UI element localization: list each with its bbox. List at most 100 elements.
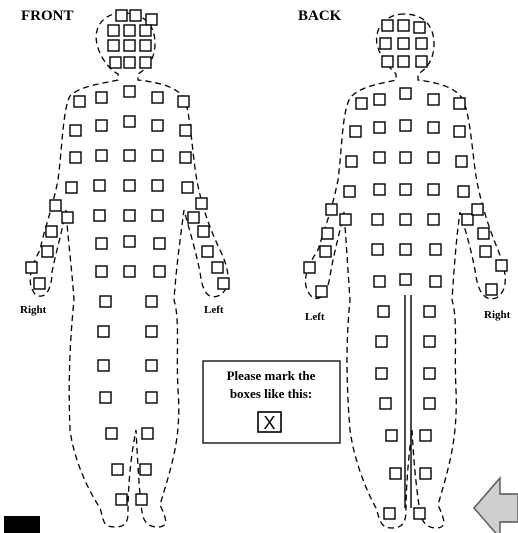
- back-checkbox-27[interactable]: [400, 184, 411, 195]
- front-checkbox-57[interactable]: [146, 326, 157, 337]
- back-checkbox-33[interactable]: [428, 214, 439, 225]
- back-checkbox-30[interactable]: [340, 214, 351, 225]
- back-checkbox-57[interactable]: [380, 398, 391, 409]
- back-checkbox-9[interactable]: [416, 56, 427, 67]
- front-checkbox-56[interactable]: [98, 326, 109, 337]
- back-checkbox-48[interactable]: [496, 260, 507, 271]
- back-checkbox-50[interactable]: [486, 284, 497, 295]
- back-checkbox-58[interactable]: [424, 398, 435, 409]
- back-checkbox-31[interactable]: [372, 214, 383, 225]
- front-checkbox-40[interactable]: [46, 226, 57, 237]
- front-checkbox-21[interactable]: [152, 120, 163, 131]
- back-checkbox-41[interactable]: [478, 228, 489, 239]
- front-checkbox-48[interactable]: [96, 266, 107, 277]
- back-checkbox-13[interactable]: [428, 94, 439, 105]
- front-checkbox-43[interactable]: [154, 238, 165, 249]
- front-checkbox-55[interactable]: [146, 296, 157, 307]
- back-checkbox-15[interactable]: [350, 126, 361, 137]
- front-checkbox-66[interactable]: [116, 494, 127, 505]
- front-checkbox-15[interactable]: [124, 86, 135, 97]
- back-checkbox-51[interactable]: [378, 306, 389, 317]
- back-checkbox-40[interactable]: [430, 244, 441, 255]
- front-checkbox-53[interactable]: [218, 278, 229, 289]
- front-checkbox-54[interactable]: [100, 296, 111, 307]
- back-checkbox-32[interactable]: [400, 214, 411, 225]
- back-checkbox-26[interactable]: [374, 184, 385, 195]
- back-checkbox-61[interactable]: [390, 468, 401, 479]
- front-checkbox-51[interactable]: [212, 262, 223, 273]
- front-checkbox-1[interactable]: [116, 10, 127, 21]
- front-checkbox-29[interactable]: [94, 180, 105, 191]
- back-checkbox-10[interactable]: [356, 98, 367, 109]
- front-checkbox-22[interactable]: [180, 125, 191, 136]
- front-checkbox-5[interactable]: [124, 25, 135, 36]
- front-checkbox-32[interactable]: [182, 182, 193, 193]
- front-checkbox-52[interactable]: [34, 278, 45, 289]
- back-checkbox-62[interactable]: [420, 468, 431, 479]
- front-checkbox-26[interactable]: [152, 150, 163, 161]
- front-checkbox-46[interactable]: [202, 246, 213, 257]
- front-checkbox-64[interactable]: [112, 464, 123, 475]
- front-checkbox-65[interactable]: [140, 464, 151, 475]
- back-checkbox-46[interactable]: [400, 274, 411, 285]
- back-checkbox-18[interactable]: [428, 122, 439, 133]
- back-checkbox-22[interactable]: [400, 152, 411, 163]
- back-checkbox-29[interactable]: [458, 186, 469, 197]
- front-checkbox-28[interactable]: [66, 182, 77, 193]
- back-checkbox-52[interactable]: [424, 306, 435, 317]
- back-checkbox-49[interactable]: [316, 286, 327, 297]
- back-checkbox-11[interactable]: [374, 94, 385, 105]
- front-checkbox-4[interactable]: [108, 25, 119, 36]
- front-checkbox-39[interactable]: [196, 198, 207, 209]
- back-checkbox-38[interactable]: [372, 244, 383, 255]
- front-checkbox-2[interactable]: [130, 10, 141, 21]
- arrow-left-icon[interactable]: [474, 478, 518, 533]
- back-checkbox-7[interactable]: [382, 56, 393, 67]
- back-checkbox-6[interactable]: [416, 38, 427, 49]
- front-checkbox-20[interactable]: [124, 116, 135, 127]
- back-checkbox-54[interactable]: [424, 336, 435, 347]
- front-checkbox-60[interactable]: [100, 392, 111, 403]
- back-checkbox-3[interactable]: [414, 22, 425, 33]
- back-checkbox-64[interactable]: [414, 508, 425, 519]
- back-checkbox-63[interactable]: [384, 508, 395, 519]
- back-checkbox-42[interactable]: [320, 246, 331, 257]
- back-checkbox-8[interactable]: [398, 56, 409, 67]
- front-checkbox-45[interactable]: [42, 246, 53, 257]
- front-checkbox-61[interactable]: [146, 392, 157, 403]
- back-checkbox-45[interactable]: [374, 276, 385, 287]
- front-checkbox-24[interactable]: [96, 150, 107, 161]
- back-checkbox-28[interactable]: [428, 184, 439, 195]
- front-checkbox-30[interactable]: [124, 180, 135, 191]
- front-checkbox-13[interactable]: [74, 96, 85, 107]
- back-checkbox-60[interactable]: [420, 430, 431, 441]
- front-checkbox-18[interactable]: [70, 125, 81, 136]
- front-checkbox-59[interactable]: [146, 360, 157, 371]
- back-checkbox-44[interactable]: [304, 262, 315, 273]
- back-checkbox-37[interactable]: [322, 228, 333, 239]
- front-checkbox-14[interactable]: [96, 92, 107, 103]
- back-checkbox-12[interactable]: [400, 88, 411, 99]
- front-checkbox-27[interactable]: [180, 152, 191, 163]
- front-checkbox-67[interactable]: [136, 494, 147, 505]
- back-checkbox-39[interactable]: [400, 244, 411, 255]
- front-checkbox-12[interactable]: [140, 57, 151, 68]
- front-checkbox-25[interactable]: [124, 150, 135, 161]
- back-checkbox-19[interactable]: [454, 126, 465, 137]
- front-checkbox-44[interactable]: [198, 226, 209, 237]
- back-checkbox-24[interactable]: [456, 156, 467, 167]
- back-checkbox-5[interactable]: [398, 38, 409, 49]
- front-checkbox-37[interactable]: [188, 212, 199, 223]
- back-checkbox-35[interactable]: [326, 204, 337, 215]
- back-checkbox-47[interactable]: [430, 276, 441, 287]
- front-checkbox-50[interactable]: [154, 266, 165, 277]
- front-checkbox-63[interactable]: [142, 428, 153, 439]
- front-checkbox-42[interactable]: [124, 236, 135, 247]
- back-checkbox-25[interactable]: [344, 186, 355, 197]
- front-checkbox-34[interactable]: [94, 210, 105, 221]
- back-checkbox-20[interactable]: [346, 156, 357, 167]
- front-checkbox-11[interactable]: [124, 57, 135, 68]
- front-checkbox-38[interactable]: [50, 200, 61, 211]
- back-checkbox-2[interactable]: [398, 20, 409, 31]
- front-checkbox-9[interactable]: [140, 40, 151, 51]
